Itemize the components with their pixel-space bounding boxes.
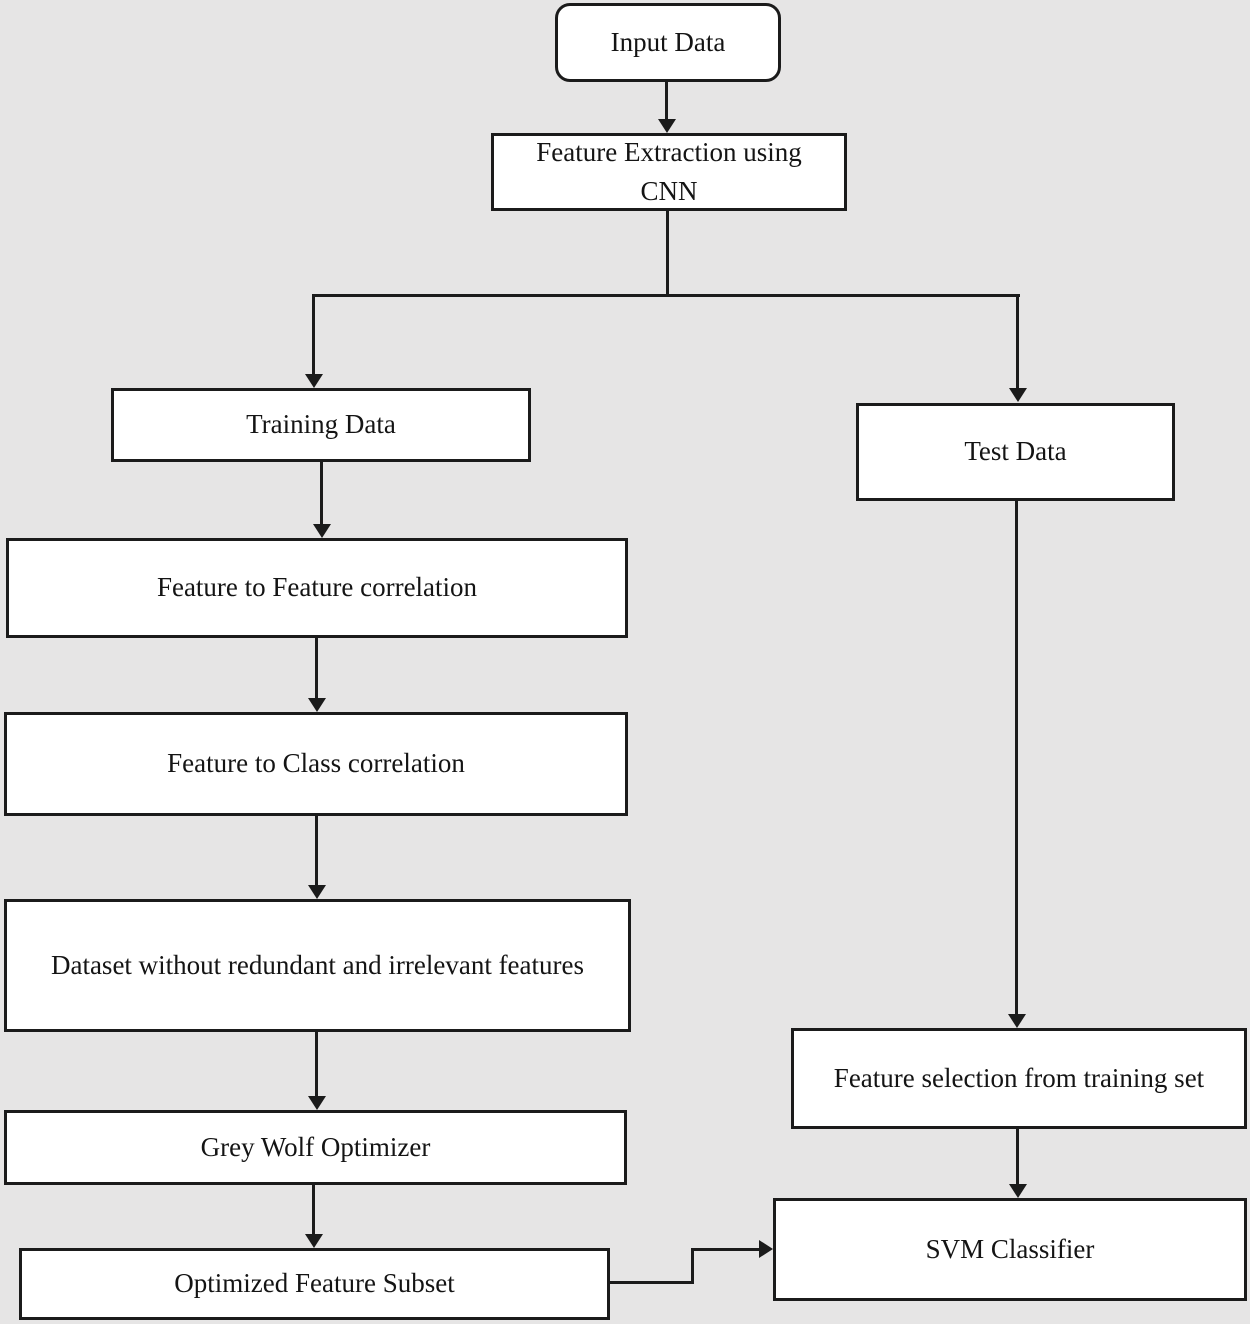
- node-label: SVM Classifier: [925, 1233, 1095, 1264]
- edge-extraction-split-horizontal-line: [312, 294, 1020, 297]
- node-input-data: Input Data: [555, 3, 781, 82]
- edge-subset-to-svm-segment2-line: [691, 1248, 694, 1284]
- edge-test-to-selection-arrowhead-icon: [1008, 1014, 1026, 1028]
- node-test-data: Test Data: [856, 403, 1175, 501]
- edge-input-to-extraction-line: [665, 81, 668, 121]
- edge-f2c-to-dataset-line: [315, 815, 318, 886]
- edge-training-to-f2f-line: [320, 461, 323, 525]
- node-label: Feature Extraction using CNN: [536, 136, 802, 206]
- edge-f2f-to-f2c-arrowhead-icon: [308, 698, 326, 712]
- node-feature-selection-from-training-set: Feature selection from training set: [791, 1028, 1247, 1129]
- node-label: Feature to Class correlation: [167, 748, 465, 779]
- node-grey-wolf-optimizer: Grey Wolf Optimizer: [4, 1110, 627, 1185]
- edge-selection-to-svm-arrowhead-icon: [1009, 1184, 1027, 1198]
- node-feature-to-feature-correlation: Feature to Feature correlation: [6, 538, 628, 638]
- node-dataset-without-redundant-features: Dataset without redundant and irrelevant…: [4, 899, 631, 1032]
- edge-extraction-split-stem-line: [666, 210, 669, 297]
- node-label: Grey Wolf Optimizer: [200, 1131, 431, 1162]
- node-label: Optimized Feature Subset: [174, 1268, 455, 1299]
- edge-split-to-training-line: [312, 294, 315, 376]
- edge-selection-to-svm-line: [1016, 1128, 1019, 1185]
- edge-test-to-selection-line: [1015, 500, 1018, 1015]
- edge-gwo-to-subset-arrowhead-icon: [305, 1234, 323, 1248]
- edge-training-to-f2f-arrowhead-icon: [313, 524, 331, 538]
- node-svm-classifier: SVM Classifier: [773, 1198, 1247, 1301]
- node-label: Training Data: [246, 409, 396, 440]
- node-optimized-feature-subset: Optimized Feature Subset: [19, 1248, 610, 1320]
- edge-split-to-test-line: [1016, 294, 1019, 390]
- node-label: Feature to Feature correlation: [156, 572, 478, 603]
- node-label: Dataset without redundant and irrelevant…: [50, 949, 585, 980]
- node-feature-to-class-correlation: Feature to Class correlation: [4, 712, 628, 816]
- edge-f2f-to-f2c-line: [315, 637, 318, 699]
- edge-dataset-to-gwo-line: [315, 1031, 318, 1097]
- edge-f2c-to-dataset-arrowhead-icon: [308, 885, 326, 899]
- edge-subset-to-svm-segment1-line: [609, 1281, 694, 1284]
- edge-gwo-to-subset-line: [312, 1184, 315, 1235]
- edge-split-to-test-arrowhead-icon: [1009, 388, 1027, 402]
- node-label: Test Data: [964, 436, 1067, 467]
- node-label: Feature selection from training set: [833, 1062, 1205, 1093]
- edge-split-to-training-arrowhead-icon: [305, 374, 323, 388]
- node-feature-extraction-cnn: Feature Extraction using CNN: [491, 133, 847, 211]
- edge-subset-to-svm-arrowhead-icon: [759, 1240, 773, 1258]
- edge-dataset-to-gwo-arrowhead-icon: [308, 1096, 326, 1110]
- edge-input-to-extraction-arrowhead-icon: [658, 119, 676, 133]
- edge-subset-to-svm-segment3-line: [691, 1248, 760, 1251]
- node-training-data: Training Data: [111, 388, 531, 462]
- node-label: Input Data: [610, 26, 726, 57]
